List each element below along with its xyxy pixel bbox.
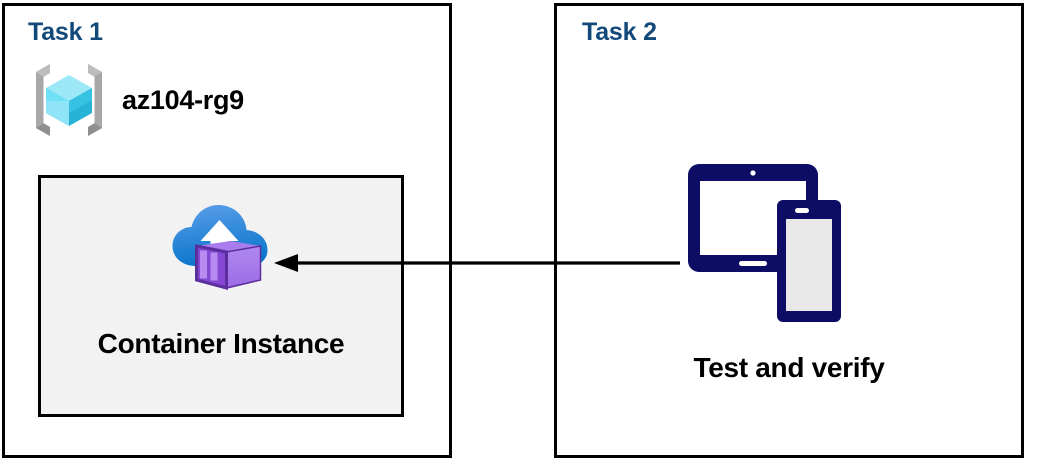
- panel-task-2: [554, 3, 1024, 458]
- panel-task-2-title: Task 2: [582, 18, 657, 46]
- resource-group-row: az104-rg9: [30, 60, 244, 140]
- azure-container-instance-icon: [172, 205, 268, 290]
- resource-group-label: az104-rg9: [122, 84, 244, 115]
- flow-arrow: [274, 254, 680, 272]
- panel-task-1-title: Task 1: [28, 18, 103, 46]
- azure-resource-group-icon: [36, 64, 102, 136]
- panel-task-1: [2, 3, 452, 458]
- container-instance-box: Container Instance: [38, 175, 404, 417]
- tablet-and-phone-icon: [688, 164, 841, 322]
- test-and-verify-label: Test and verify: [693, 352, 885, 383]
- container-instance-label: Container Instance: [97, 328, 345, 359]
